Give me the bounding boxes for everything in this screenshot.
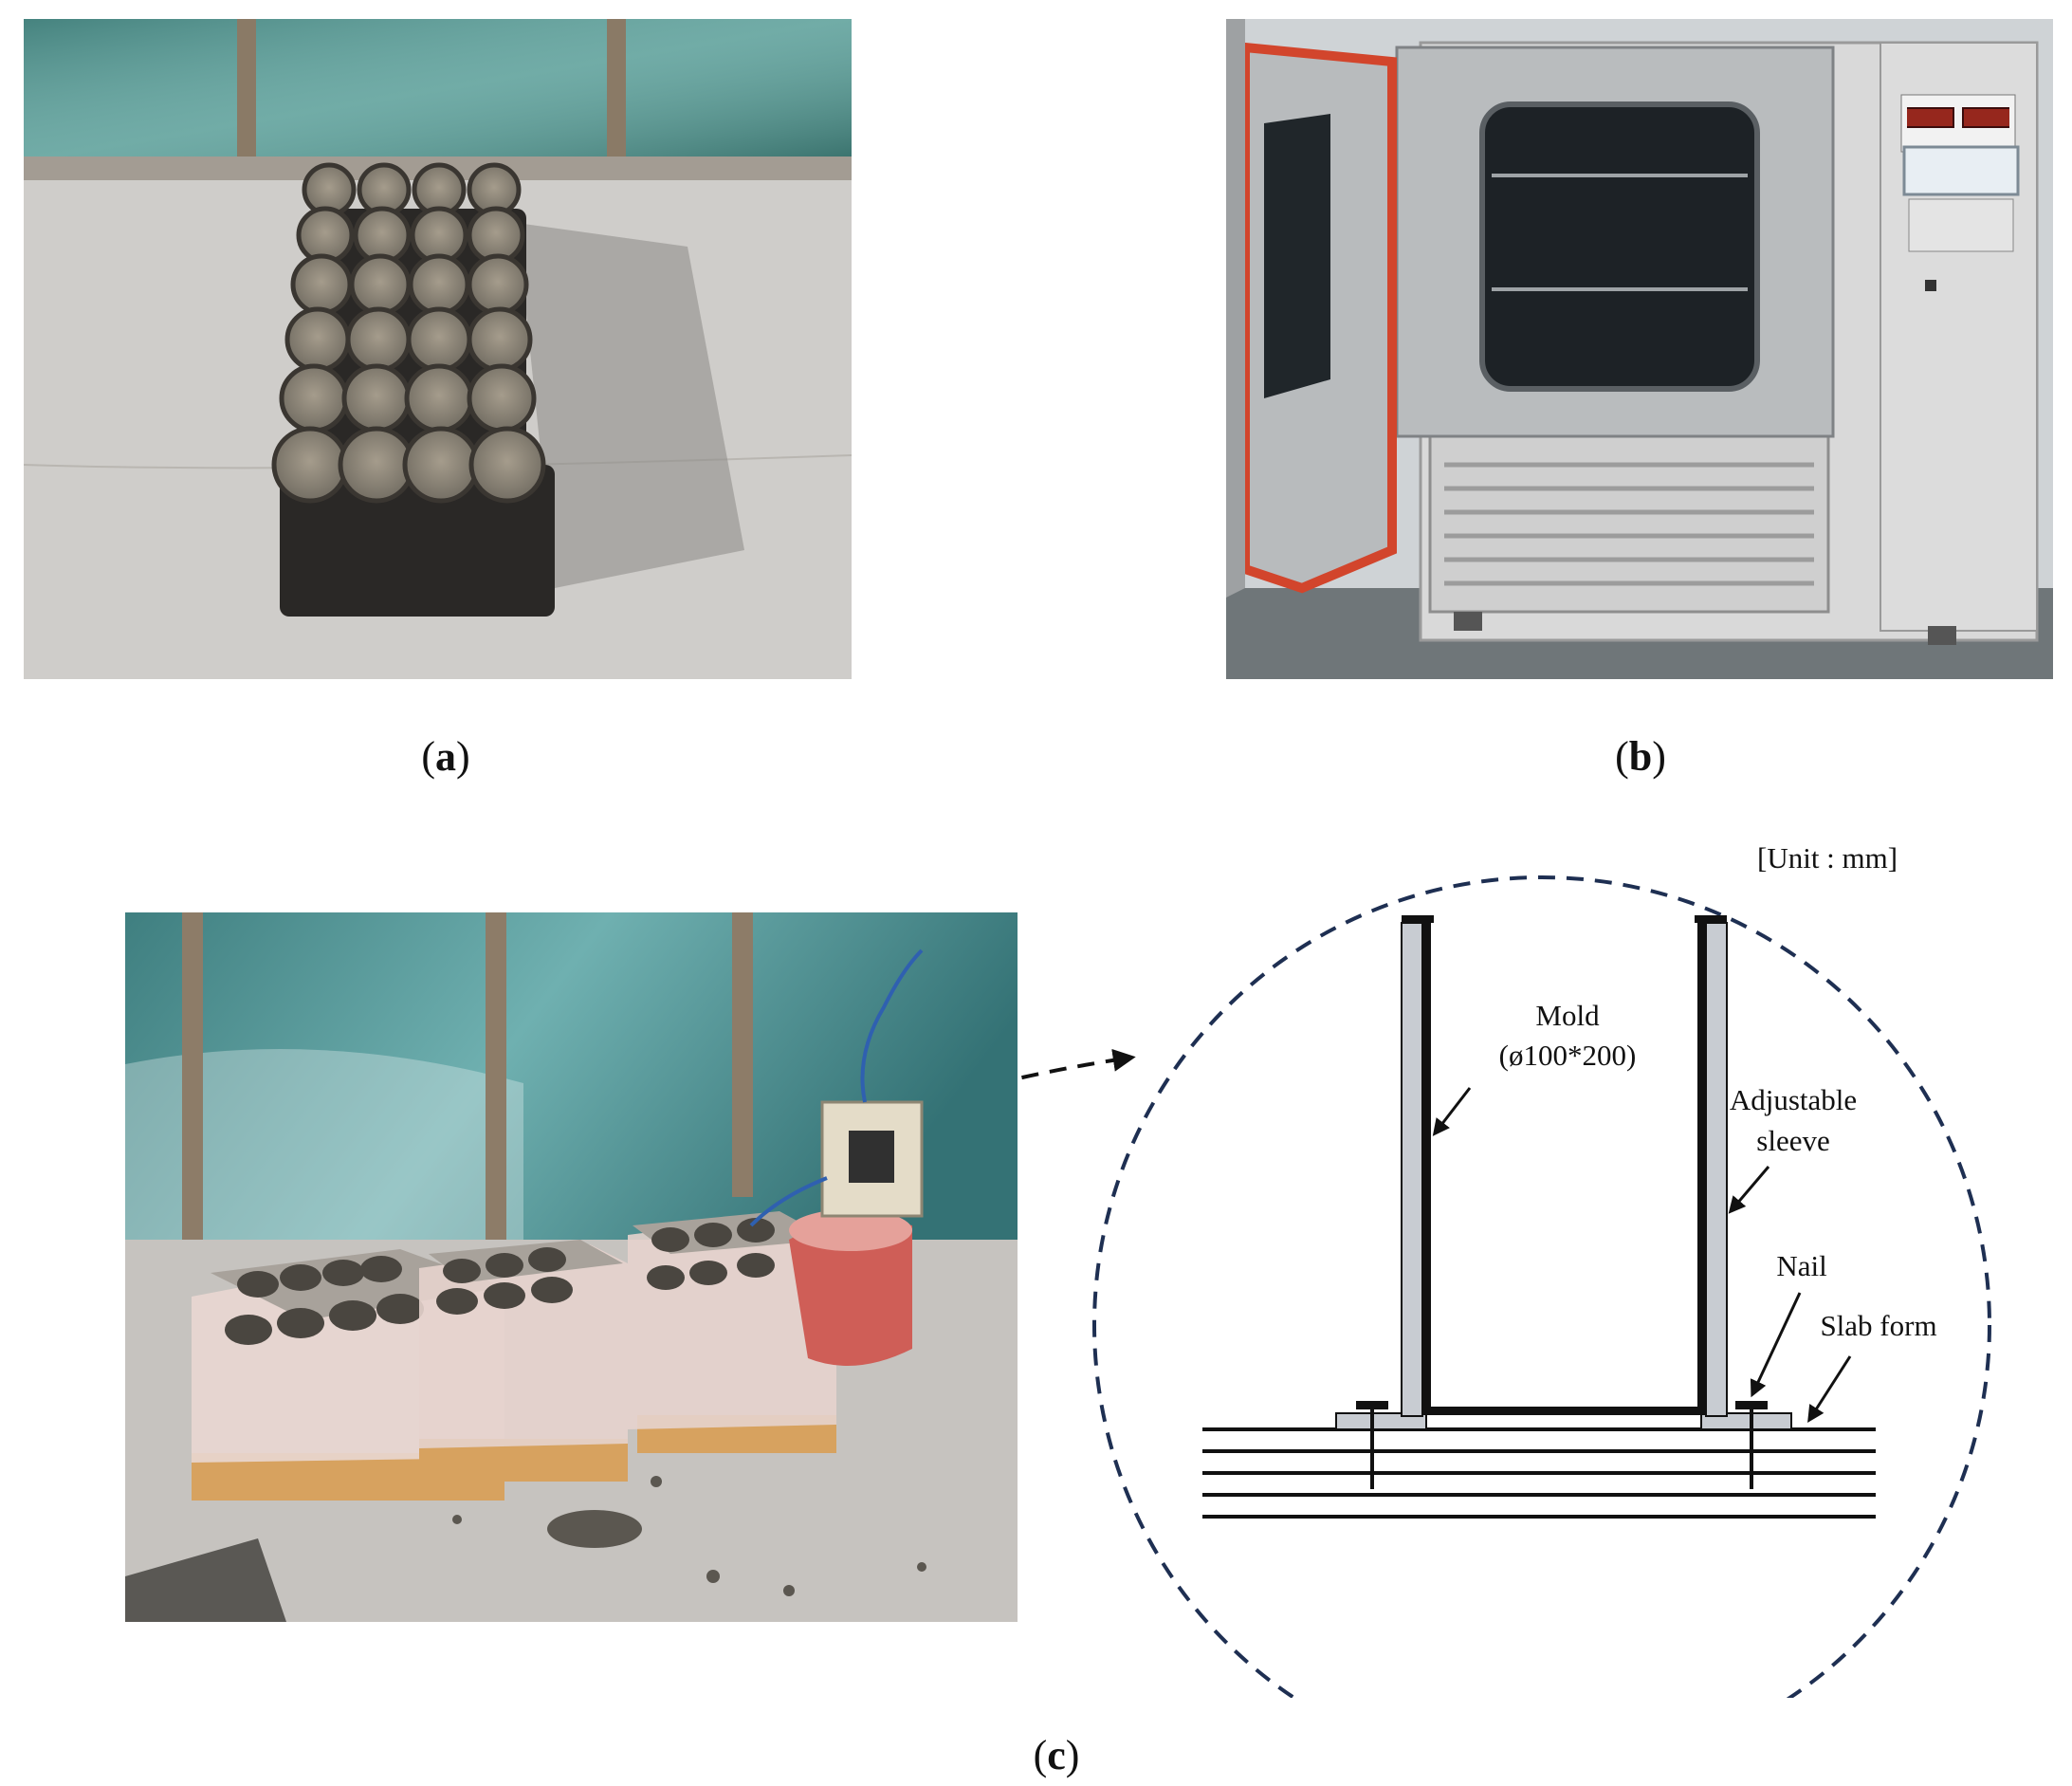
slab-form-label: Slab form	[1820, 1309, 1936, 1342]
slab-form	[1202, 1427, 1876, 1519]
photo-b-environmental-chamber	[1226, 19, 2053, 679]
mold	[1402, 915, 1727, 1415]
sleeve-base-right	[1700, 1412, 1792, 1430]
sleeve-label-line1: Adjustable	[1730, 1083, 1857, 1116]
adjustable-sleeve	[1401, 922, 1728, 1417]
diagram-c-mold-detail: [Unit : mm] Mold (ø100*200) Adjustable s…	[1018, 839, 2023, 1698]
photo-a-concrete-cylinders	[24, 19, 852, 679]
mold-label-line1: Mold	[1535, 999, 1600, 1032]
sleeve-label-line2: sleeve	[1756, 1124, 1829, 1157]
sleeve-pointer	[1728, 1166, 1770, 1214]
slab-form-pointer	[1807, 1355, 1852, 1424]
nail-left	[1356, 1401, 1388, 1489]
mold-label-line2: (ø100*200)	[1499, 1039, 1637, 1072]
unit-label: [Unit : mm]	[1757, 841, 1898, 875]
sleeve-base-left	[1335, 1412, 1427, 1430]
nail-pointer	[1750, 1292, 1802, 1398]
caption-b: (b)	[1615, 733, 1666, 780]
nail-right	[1735, 1401, 1768, 1489]
slab-box-2	[419, 1240, 628, 1482]
cylinder-array	[271, 162, 555, 617]
leader-arrow	[1018, 1048, 1136, 1081]
caption-c: (c)	[1033, 1732, 1080, 1778]
caption-a: (a)	[421, 733, 470, 780]
detail-circle	[1092, 875, 1991, 1698]
mold-pointer	[1432, 1087, 1472, 1136]
nail-label: Nail	[1776, 1249, 1826, 1282]
photo-c-slab-form-specimens	[125, 912, 1018, 1622]
slab-box-3	[628, 1211, 836, 1453]
